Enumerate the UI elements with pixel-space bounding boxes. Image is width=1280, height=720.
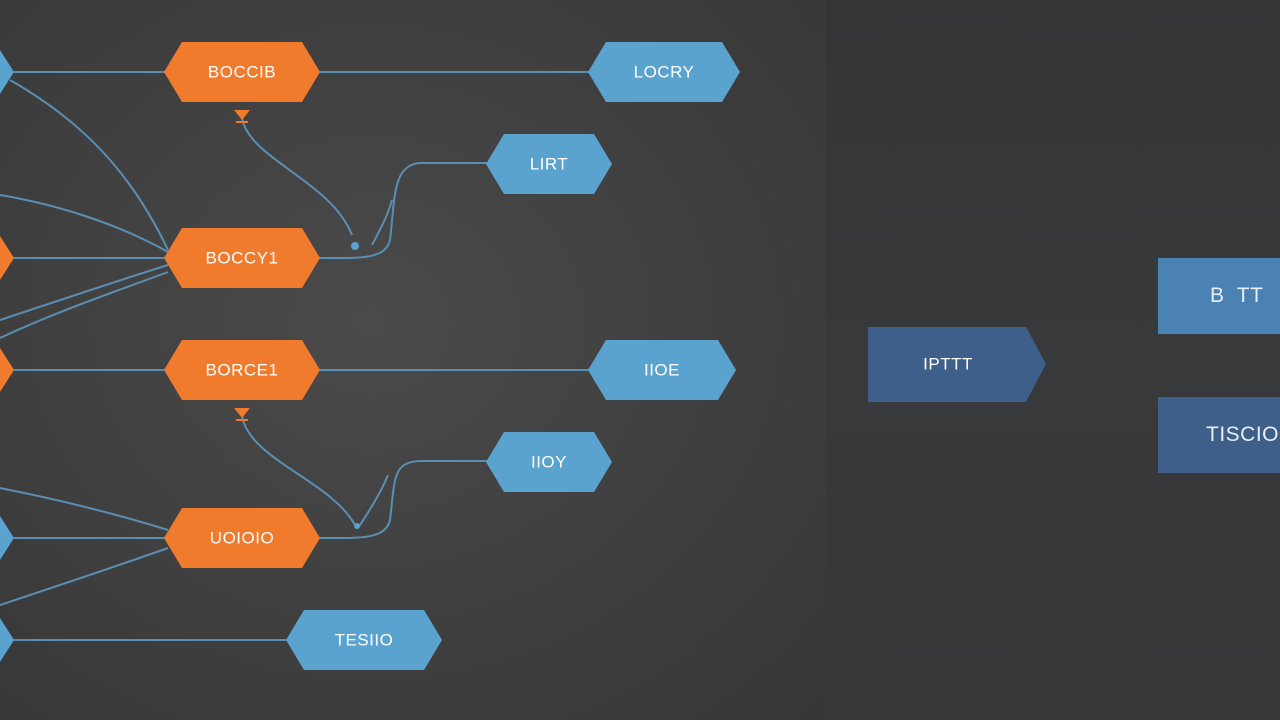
marker-triangle: [234, 408, 250, 418]
offscreen-nodes: [0, 50, 14, 662]
panel-box-label: TISCIO: [1206, 423, 1280, 446]
blue-node[interactable]: LOCRY: [588, 42, 740, 102]
node-label: BORCE1: [206, 361, 279, 380]
node-label: UOIOIO: [210, 529, 274, 548]
edge: [371, 199, 393, 246]
marker-dot: [354, 523, 360, 529]
edge: [357, 474, 389, 529]
edge: [317, 162, 492, 260]
partial-blue-node: [0, 618, 14, 662]
edge: [0, 271, 169, 339]
edge: [241, 117, 353, 236]
partial-blue-node: [0, 50, 14, 94]
blue-node[interactable]: TESIIO: [286, 610, 442, 670]
panel-box-label: IPTTT: [923, 355, 973, 374]
partial-blue-node: [0, 516, 14, 560]
node-label: BOCCY1: [206, 249, 279, 268]
edge: [9, 79, 169, 251]
edge: [241, 415, 356, 526]
panel-box-top[interactable]: B TT: [1158, 258, 1280, 334]
orange-node[interactable]: UOIOIO: [164, 508, 320, 568]
panel-arrow-box[interactable]: IPTTT: [868, 327, 1046, 402]
node-label: LOCRY: [634, 63, 695, 82]
blue-node[interactable]: IIOY: [486, 432, 612, 492]
orange-node[interactable]: BOCCIB: [164, 42, 320, 102]
panel-box-bottom[interactable]: TISCIO: [1158, 397, 1280, 473]
node-label: LIRT: [530, 155, 569, 174]
edge: [0, 194, 169, 253]
marker-triangle: [234, 110, 250, 120]
edge: [317, 460, 492, 540]
edge: [0, 547, 169, 606]
edges: [0, 71, 590, 641]
edge: [0, 264, 169, 321]
node-label: IIOE: [644, 361, 680, 380]
node-label: TESIIO: [335, 631, 394, 650]
blue-node[interactable]: IIOE: [588, 340, 736, 400]
edge: [0, 487, 169, 531]
blue-node[interactable]: LIRT: [486, 134, 612, 194]
marker-dot: [351, 242, 359, 250]
partial-orange-node: [0, 236, 14, 280]
panel-box-label: B TT: [1210, 284, 1264, 307]
orange-node[interactable]: BOCCY1: [164, 228, 320, 288]
node-label: BOCCIB: [208, 63, 276, 82]
partial-orange-node: [0, 348, 14, 392]
orange-node[interactable]: BORCE1: [164, 340, 320, 400]
markers: [234, 110, 360, 529]
node-label: IIOY: [531, 453, 567, 472]
